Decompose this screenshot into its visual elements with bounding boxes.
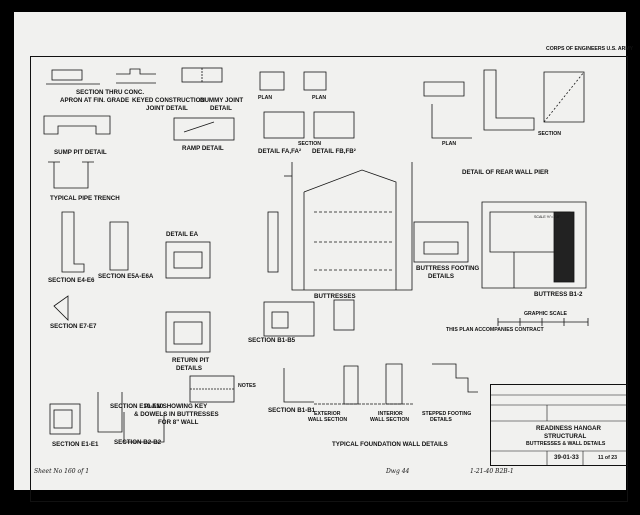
fa-section-label: SECTION bbox=[298, 141, 322, 147]
buttresses-label: BUTTRESSES bbox=[314, 293, 356, 300]
contract-notice: THIS PLAN ACCOMPANIES CONTRACT bbox=[446, 327, 544, 333]
interior-wall-label-2: WALL SECTION bbox=[370, 417, 410, 423]
fb-plan-label: PLAN bbox=[312, 95, 327, 101]
footer-ref-note: 1-21-40 B2B-1 bbox=[470, 468, 514, 475]
stepped-footing-label-2: DETAILS bbox=[430, 417, 452, 423]
return-pit-label-2: DETAILS bbox=[176, 365, 203, 372]
notes-label: NOTES bbox=[238, 383, 256, 389]
rear-wall-pier-label: DETAIL OF REAR WALL PIER bbox=[462, 169, 549, 176]
plan-key-label-1: PLAN SHOWING KEY bbox=[144, 403, 208, 410]
typical-foundation-label: TYPICAL FOUNDATION WALL DETAILS bbox=[332, 441, 448, 448]
dummy-joint-label-2: DETAIL bbox=[210, 105, 232, 112]
sheet-border bbox=[30, 56, 628, 502]
plan-key-label-3: FOR 8" WALL bbox=[158, 419, 199, 426]
detail-ea-label: DETAIL EA bbox=[166, 231, 199, 238]
detail-fa-label: DETAIL FA,FA² bbox=[258, 148, 302, 155]
project-title-1: READINESS HANGAR bbox=[536, 425, 601, 432]
dummy-joint-label-1: DUMMY JOINT bbox=[200, 97, 244, 104]
interior-wall-label-1: INTERIOR bbox=[378, 411, 403, 417]
section-e1-label: SECTION E1-E1 bbox=[52, 441, 99, 448]
footer-dwg-note: Dwg 44 bbox=[386, 468, 410, 475]
drawing-linework bbox=[43, 67, 589, 443]
buttress-footing-label-1: BUTTRESS FOOTING bbox=[416, 265, 480, 272]
section-e4-label: SECTION E4-E6 bbox=[48, 277, 95, 284]
drawing-sheet: CORPS OF ENGINEERS U.S. ARMY bbox=[14, 12, 633, 502]
exterior-wall-label-1: EXTERIOR bbox=[314, 411, 341, 417]
buttress-b1b2-label: BUTTRESS B1-2 bbox=[534, 291, 583, 298]
section-b2-label: SECTION B2-B2 bbox=[114, 439, 162, 446]
keyed-joint-label-2: JOINT DETAIL bbox=[146, 105, 188, 112]
apron-label: APRON AT FIN. GRADE bbox=[60, 97, 130, 104]
drawing-number: 39-01-33 bbox=[554, 454, 579, 461]
sump-pit-label: SUMP PIT DETAIL bbox=[54, 149, 107, 156]
title-block bbox=[490, 384, 628, 466]
section-e10-label: SECTION E10-E10 bbox=[110, 403, 164, 410]
footer-sheet-note: Sheet No 160 of 1 bbox=[34, 468, 90, 475]
project-title-2: STRUCTURAL bbox=[544, 433, 587, 440]
project-title-3: BUTTRESSES & WALL DETAILS bbox=[526, 441, 606, 447]
exterior-wall-label-2: WALL SECTION bbox=[308, 417, 348, 423]
sheet-number: 11 of 23 bbox=[598, 455, 618, 461]
typical-trench-label: TYPICAL PIPE TRENCH bbox=[50, 195, 120, 202]
detail-fb-label: DETAIL FB,FB² bbox=[312, 148, 356, 155]
stepped-footing-label-1: STEPPED FOOTING bbox=[422, 411, 472, 417]
return-pit-label-1: RETURN PIT bbox=[172, 357, 210, 364]
section-b1-b5-label: SECTION B1-B5 bbox=[248, 337, 296, 344]
rear-section-label: SECTION bbox=[538, 131, 562, 137]
agency-label: CORPS OF ENGINEERS U.S. ARMY bbox=[546, 46, 634, 52]
rear-plan-label: PLAN bbox=[442, 141, 457, 147]
section-b1b1-label: SECTION B1-B1 bbox=[268, 407, 316, 414]
title-block-grid bbox=[491, 394, 627, 465]
ramp-detail-label: RAMP DETAIL bbox=[182, 145, 224, 152]
plan-key-label-2: & DOWELS IN BUTTRESSES bbox=[134, 411, 219, 418]
fa-plan-label: PLAN bbox=[258, 95, 273, 101]
section-e5a-label: SECTION E5A-E6A bbox=[98, 273, 154, 280]
graphic-scale-label: GRAPHIC SCALE bbox=[524, 311, 567, 317]
buttress-footing-label-2: DETAILS bbox=[428, 273, 455, 280]
section-e7-label: SECTION E7-E7 bbox=[50, 323, 97, 330]
keyed-joint-label-1: KEYED CONSTRUCTION bbox=[132, 97, 205, 104]
section-thru-conc-label: SECTION THRU CONC. bbox=[76, 89, 145, 96]
scale-note: SCALE ½"=1'-0" bbox=[534, 215, 561, 219]
